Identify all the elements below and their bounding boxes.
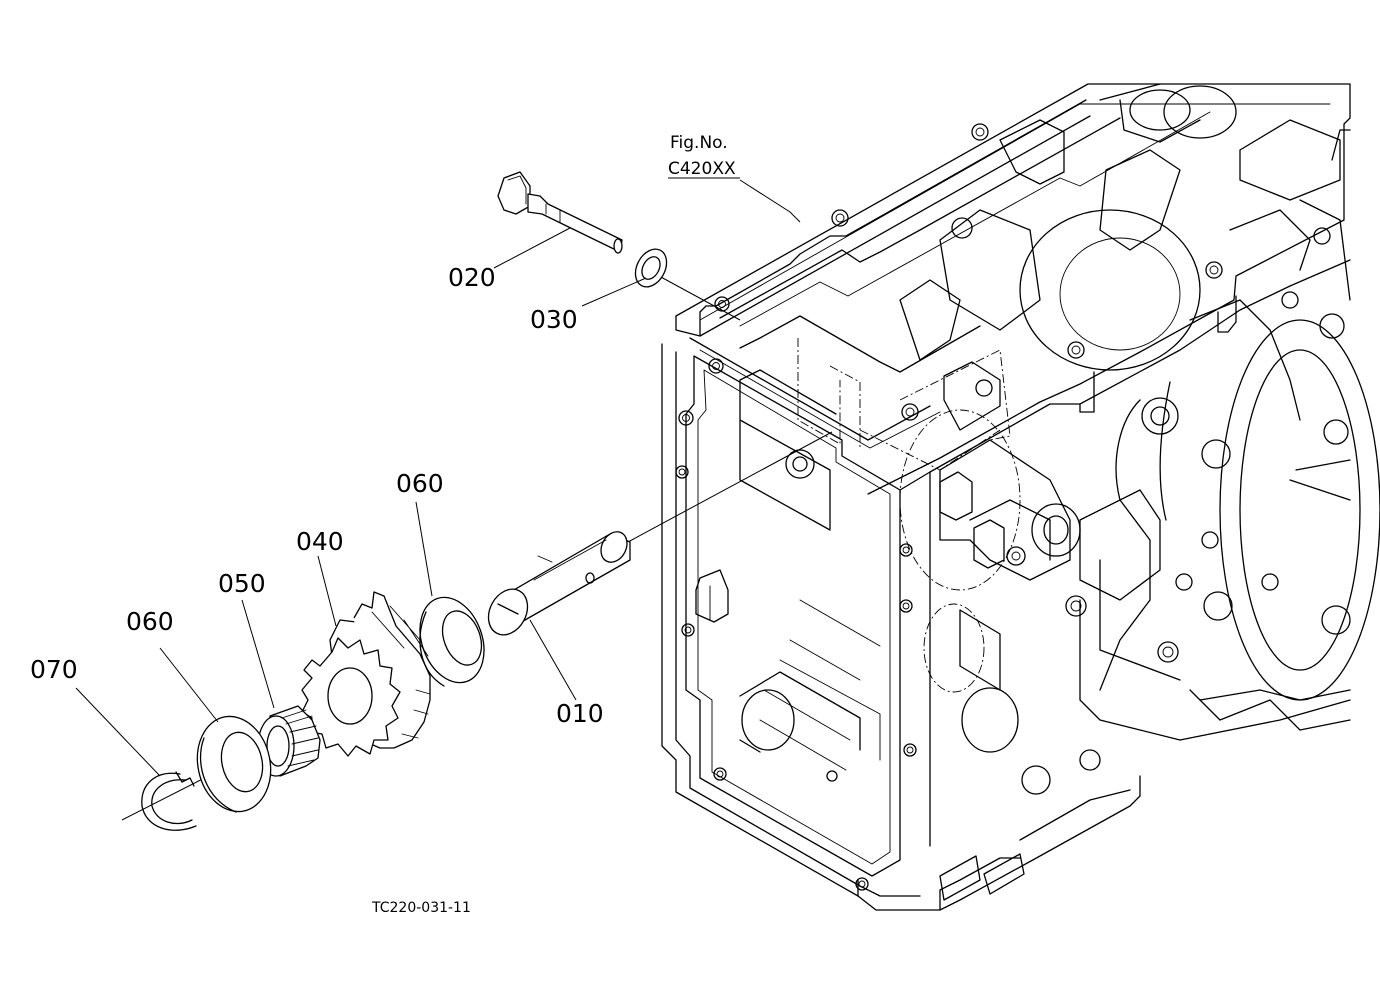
callout-050: 050	[218, 569, 266, 598]
part-050-needle-bearing	[257, 705, 321, 777]
callout-060-upper: 060	[396, 469, 444, 498]
part-060-washer-upper	[419, 596, 485, 687]
part-040-gear	[301, 591, 431, 757]
fig-no-value: C420XX	[668, 159, 736, 179]
callout-070: 070	[30, 655, 78, 684]
leader-lines	[75, 177, 801, 777]
part-020-bolt	[497, 171, 623, 254]
part-070-snap-ring	[141, 771, 197, 831]
fig-no-label: Fig.No.	[670, 133, 728, 153]
callout-labels: Fig.No. C420XX 020 030 060 040 050 060 0…	[30, 133, 736, 916]
callout-020: 020	[448, 263, 496, 292]
callout-030: 030	[530, 305, 578, 334]
part-060-washer-lower	[196, 715, 272, 813]
part-030-washer	[634, 248, 668, 288]
transmission-case	[661, 83, 1380, 911]
case-bolt-holes	[675, 358, 917, 891]
callout-040: 040	[296, 527, 344, 556]
part-010-shaft	[487, 531, 631, 636]
callout-060-lower: 060	[126, 607, 174, 636]
drawing-code: TC220-031-11	[371, 900, 471, 916]
callout-010: 010	[556, 699, 604, 728]
